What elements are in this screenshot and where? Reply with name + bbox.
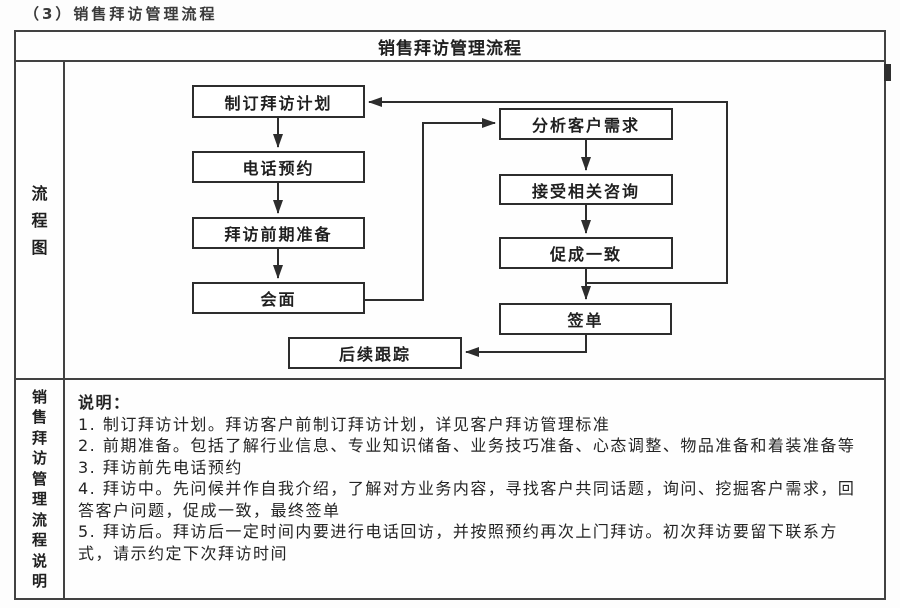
arrow-sign-to-follow [465, 335, 587, 357]
node-meet: 会面 [192, 282, 365, 314]
arrow-meet-to-analyze [365, 118, 496, 301]
arrow-feedback-loop-to-plan [368, 97, 728, 284]
node-sign: 签单 [499, 303, 672, 335]
table-title: 销售拜访管理流程 [16, 32, 884, 62]
node-follow: 后续跟踪 [288, 337, 462, 369]
node-consult: 接受相关咨询 [499, 174, 673, 205]
flowchart-connectors [273, 97, 728, 357]
section-divider [16, 378, 884, 380]
notes-section: 说明： 1. 制订拜访计划。拜访客户前制订拜访计划，详见客户拜访管理标准 2. … [78, 392, 872, 564]
note-item-5: 5. 拜访后。拜访后一定时间内要进行电话回访，并按照预约再次上门拜访。初次拜访要… [78, 522, 838, 563]
node-analyze: 分析客户需求 [499, 108, 673, 140]
node-prep: 拜访前期准备 [192, 217, 365, 249]
node-plan: 制订拜访计划 [192, 85, 365, 118]
edge-mark [884, 64, 891, 81]
row-label-flowchart-cell: 流程图 [16, 62, 65, 378]
node-agree: 促成一致 [499, 237, 673, 269]
process-table: 销售拜访管理流程 流程图 销售拜访管理流程说明 制订拜访计划 电话预约 拜访前期… [14, 30, 886, 600]
row-label-flowchart: 流程图 [31, 183, 48, 257]
notes-heading: 说明： [78, 393, 131, 412]
note-item-4: 4. 拜访中。先问候并作自我介绍，了解对方业务内容，寻找客户共同话题，询问、挖掘… [78, 479, 856, 520]
note-item-2: 2. 前期准备。包括了解行业信息、专业知识储备、业务技巧准备、心态调整、物品准备… [78, 436, 856, 455]
note-item-3: 3. 拜访前先电话预约 [78, 457, 243, 477]
note-item-1: 1. 制订拜访计划。拜访客户前制订拜访计划，详见客户拜访管理标准 [78, 414, 611, 434]
node-phone: 电话预约 [192, 151, 365, 183]
row-label-description-cell: 销售拜访管理流程说明 [16, 380, 65, 598]
page-caption: （3）销售拜访管理流程 [24, 5, 218, 23]
row-label-description: 销售拜访管理流程说明 [31, 387, 47, 591]
